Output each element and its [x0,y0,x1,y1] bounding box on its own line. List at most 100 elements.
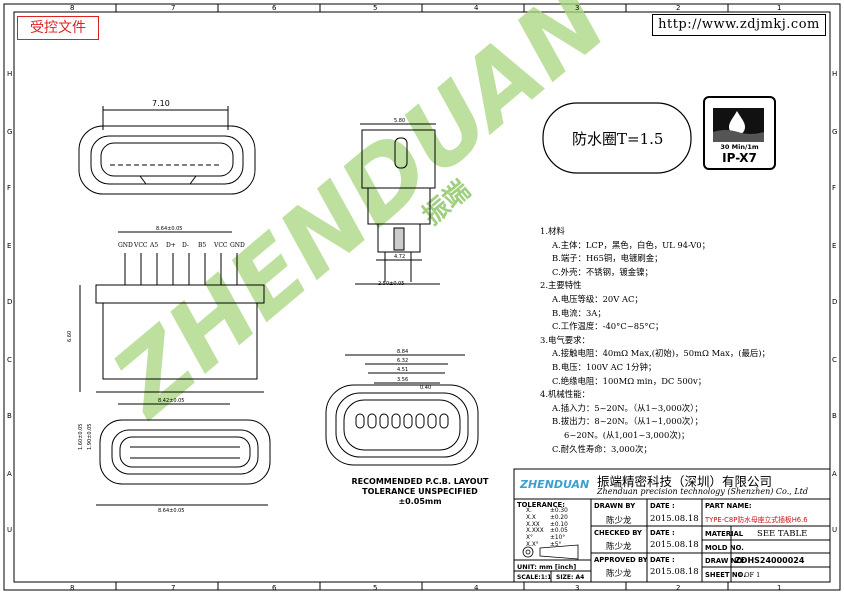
gasket-callout [542,102,692,174]
grid-col-label: 5 [373,4,378,12]
grid-col-label: 4 [474,4,479,12]
approved-by-name: 陈少龙 [606,569,632,579]
dim-bottom-width1: 8.42±0.05 [158,398,184,404]
mold-no-label: MOLD NO. [705,544,744,552]
note-item: 6~20N。(从1,001~3,000次)； [564,429,690,440]
grid-ticks [115,4,729,590]
tolerance-value: ±10° [550,535,566,542]
tolerance-value: ±5° [550,541,562,548]
pin-label: VCC [213,242,228,249]
tolerance-row: X.±0.30 [526,508,568,515]
pin-label: A5 [149,242,158,249]
grid-col-label: 1 [777,584,782,592]
date-value-2: 2015.08.18 [650,540,699,550]
checked-by-name: 陈少龙 [606,542,632,552]
pcb-caption: RECOMMENDED P.C.B. LAYOUT TOLERANCE UNSP… [350,477,490,507]
pcb-pad [379,413,389,429]
pcb-caption-line2: TOLERANCE UNSPECIFIED ±0.05mm [362,487,478,506]
dim-bottom-width2: 8.64±0.05 [158,508,184,514]
grid-row-label: U [832,526,838,534]
tolerance-key: X.X [526,514,536,521]
grid-row-label: H [832,70,838,78]
size-label: SIZE: A4 [556,574,585,581]
grid-row-label: F [7,184,12,192]
grid-col-label: 8 [70,584,75,592]
material-value: SEE TABLE [757,529,808,539]
grid-col-label: 1 [777,4,782,12]
grid-row-label: C [832,356,837,364]
sheet-no-value: 1 OF 1 [738,571,761,579]
pcb-pad [367,413,377,429]
tolerance-key: X.XXX [526,528,544,535]
pcb-pad [403,413,413,429]
tolerance-row: X.X ±0.20 [526,515,568,522]
scale-label: SCALE:1:1 [517,574,552,581]
grid-row-label: A [7,470,12,478]
sheet-no-label: SHEET NO. [705,571,746,579]
tolerance-value: ±0.05 [550,528,568,535]
dim-pcb-w3: 4.51 [397,367,408,373]
note-section-head: 2.主要特性 [540,280,582,291]
water-drop-icon [713,111,764,142]
title-block-lines [513,468,831,583]
grid-row-label: G [832,128,838,136]
grid-col-label: 8 [70,4,75,12]
date-value-3: 2015.08.18 [650,567,699,577]
grid-col-label: 3 [575,584,580,592]
pcb-pad [427,413,437,429]
grid-row-label: D [7,298,13,306]
grid-col-label: 2 [676,584,681,592]
side-view [355,123,440,285]
note-item: B.电压：100V AC 1分钟； [552,361,657,372]
grid-row-label: E [7,242,12,250]
pin-label: B5 [198,242,206,249]
date-value-1: 2015.08.18 [650,514,699,524]
front-view [79,231,265,393]
grid-row-label: D [832,298,838,306]
grid-row-label: U [7,526,13,534]
pcb-layout [325,354,479,466]
dim-pcb-w4: 3.56 [397,377,408,383]
note-item: B.拔出力：8~20N。（从1~1,000次）； [552,416,703,427]
dim-pcb-w5: 0.40 [420,385,431,391]
tolerance-key: X.XX [526,521,540,528]
tolerance-row: X.XXX ±0.05 [526,528,568,535]
company-cn: 振端精密科技（深圳）有限公司 [597,474,773,489]
grid-row-label: F [832,184,837,192]
projection-symbol [522,544,579,560]
pcb-pad [355,413,365,429]
dim-pcb-w2: 6.32 [397,358,408,364]
grid-col-label: 6 [272,584,277,592]
tolerance-row: X°±10° [526,535,568,542]
company-en: Zhenduan precision technology (Shenzhen)… [597,487,808,496]
ip-line2: IP-X7 [722,151,757,165]
website-url[interactable]: http://www.zdjmkj.com [652,14,826,36]
unit-label: UNIT: mm [inch] [517,563,577,571]
material-label: MATERIAL [705,530,744,538]
grid-row-label: E [832,242,837,250]
grid-col-label: 3 [575,4,580,12]
grid-col-label: 2 [676,4,681,12]
grid-col-label: 4 [474,584,479,592]
top-view [78,106,256,195]
grid-row-label: H [7,70,13,78]
tolerance-key: X. [526,508,532,514]
approved-by-label: APPROVED BY [594,556,648,564]
grid-col-label: 6 [272,4,277,12]
part-name-label: PART NAME: [705,502,752,510]
draw-no-label: DRAW NO: [705,557,745,565]
note-item: C.工作温度：-40°C~85°C； [552,321,664,332]
note-item: C.外壳：不锈钢，镀金镍； [552,266,653,277]
dim-top-width: 7.10 [152,99,170,108]
date-label-3: DATE : [650,556,675,564]
pcb-caption-line1: RECOMMENDED P.C.B. LAYOUT [351,477,489,486]
pcb-pad [439,413,449,429]
tolerance-value: ±0.20 [550,514,568,521]
grid-col-label: 5 [373,584,378,592]
note-item: A.插入力：5~20N。（从1~3,000次）； [552,402,703,413]
draw-no-value: ZDHS24000024 [735,556,805,565]
logo-text: ZHENDUAN [520,478,590,491]
note-section-head: 3.电气要求： [540,334,590,345]
